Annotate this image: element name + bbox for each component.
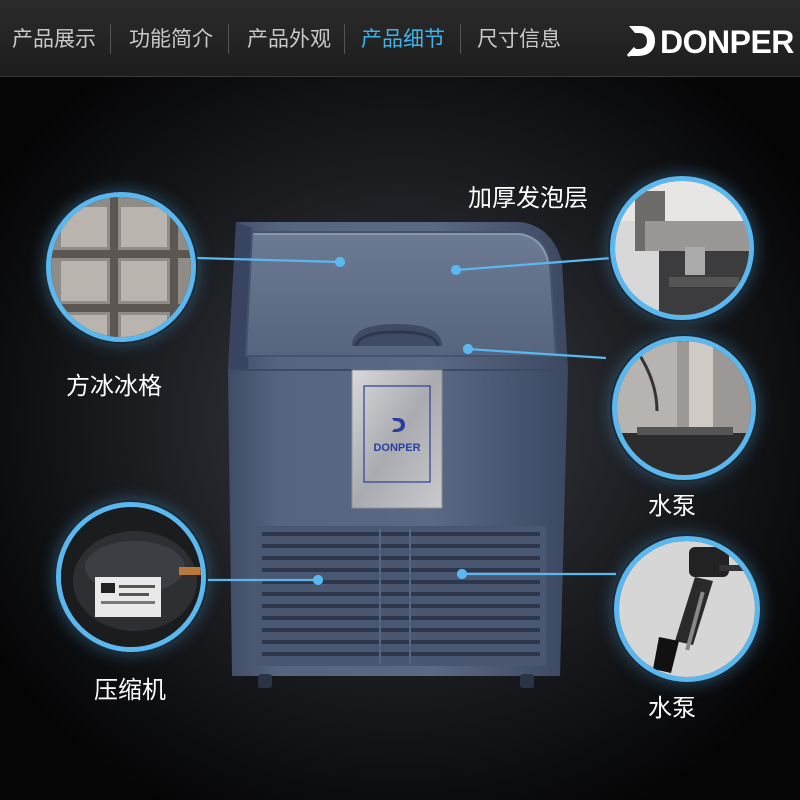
compressor-detail-image xyxy=(56,502,206,652)
ice-grid-detail-image xyxy=(46,192,196,342)
water-pump-lower-label: 水泵 xyxy=(648,694,696,722)
tab-dimensions[interactable]: 尺寸信息 xyxy=(477,27,561,51)
compressor-label: 压缩机 xyxy=(94,676,166,704)
panel-brand-text: DONPER xyxy=(373,442,420,454)
tab-product-showcase[interactable]: 产品展示 xyxy=(12,27,96,51)
donper-logo-mark-icon xyxy=(626,26,655,57)
tab-appearance[interactable]: 产品外观 xyxy=(247,27,331,51)
tab-product-details[interactable]: 产品细节 xyxy=(361,27,445,51)
nav-divider xyxy=(344,24,345,54)
nav-divider xyxy=(110,24,111,54)
water-pump-upper-detail-image xyxy=(612,336,756,480)
foam-layer-label: 加厚发泡层 xyxy=(468,184,588,212)
nav-divider xyxy=(460,24,461,54)
nav-divider xyxy=(228,24,229,54)
foam-layer-detail-image xyxy=(610,176,754,320)
logo-wordmark: DONPER xyxy=(660,24,794,60)
water-pump-upper-label: 水泵 xyxy=(648,492,696,520)
water-pump-lower-detail-image xyxy=(614,536,760,682)
tab-features[interactable]: 功能简介 xyxy=(129,27,213,51)
top-nav: 产品展示 功能简介 产品外观 产品细节 尺寸信息 DONPER xyxy=(0,0,800,77)
ice-grid-label: 方冰冰格 xyxy=(66,372,162,400)
